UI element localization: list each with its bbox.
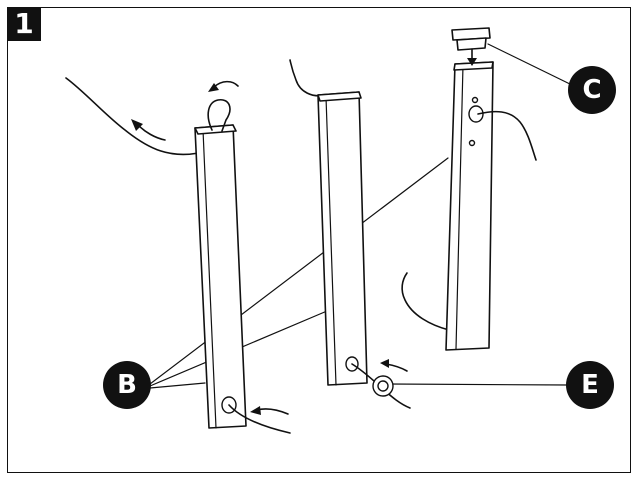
curved-arrow-icon — [131, 119, 166, 141]
callout-b-label: B — [103, 361, 151, 409]
left-post-edge — [202, 129, 217, 429]
middle-post — [289, 59, 411, 409]
leader-line-b-to-left-post — [149, 382, 206, 389]
middle-post-top-cable — [289, 59, 327, 97]
right-post-cable-hole — [468, 105, 484, 123]
left-post-tube — [194, 124, 247, 429]
left-post-bottom-cable — [228, 404, 291, 434]
step-number-badge: 1 — [7, 7, 41, 41]
diagram-frame — [7, 7, 631, 473]
curved-arrow-icon — [380, 359, 408, 372]
right-post-top-opening — [453, 61, 494, 71]
curved-arrow-icon — [250, 406, 289, 415]
right-post-small-hole — [471, 96, 479, 104]
down-arrow-icon — [467, 48, 477, 66]
grommet-icon — [372, 375, 394, 397]
middle-post-edge — [325, 96, 337, 386]
leader-line-b-to-right-post — [149, 157, 449, 385]
end-cap-icon — [451, 27, 491, 51]
middle-post-top-opening — [317, 91, 362, 102]
left-post — [65, 77, 291, 434]
left-post-top-cable — [65, 77, 200, 156]
curved-arrow-icon — [208, 80, 239, 92]
leader-line-e — [387, 383, 569, 386]
callout-e-label: E — [566, 361, 614, 409]
leader-line-c — [487, 43, 575, 87]
right-post-lower-cable — [401, 272, 450, 331]
right-post-side-cable — [477, 110, 537, 161]
left-post-cable-loop — [207, 98, 231, 132]
right-post-tube — [445, 61, 494, 351]
leader-lines-b — [149, 157, 449, 389]
right-post — [401, 61, 537, 351]
left-post-top-opening — [194, 124, 237, 135]
callout-c-label: C — [568, 66, 616, 114]
right-post-edge — [455, 64, 464, 350]
middle-post-tube — [317, 91, 368, 386]
right-post-small-hole — [468, 139, 476, 147]
